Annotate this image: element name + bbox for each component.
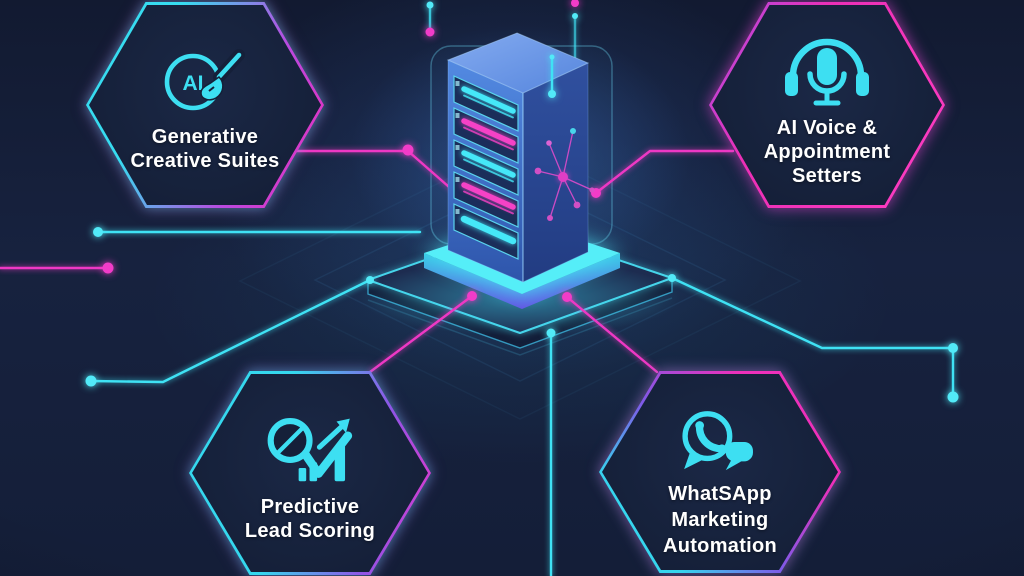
node-label-line: WhatSApp (668, 483, 772, 505)
node-dot (426, 1, 434, 9)
hexagon-content: WhatSApp Marketing Automation (599, 371, 841, 573)
ai-icon-text: AI (183, 72, 204, 95)
node-dot (425, 27, 435, 37)
connector-line (565, 295, 659, 374)
node-label-line: Marketing (671, 509, 769, 531)
node-dot (546, 328, 556, 338)
magnifier-growth-chart-icon (267, 417, 353, 482)
node-dot (562, 292, 572, 302)
connector-line (594, 149, 735, 195)
node-label-line: Setters (792, 165, 862, 187)
node-predictive-lead-scoring: Predictive Lead Scoring (189, 371, 431, 575)
node-label-line: Generative (151, 126, 259, 148)
pedestal-side-face (424, 253, 620, 309)
node-dot (572, 13, 578, 19)
node-dot (668, 274, 676, 282)
node-dot (948, 343, 958, 353)
network-molecule-graphic (534, 128, 595, 221)
node-label: Predictive Lead Scoring (245, 495, 375, 543)
node-dot (366, 276, 374, 284)
node-whatsapp-marketing-automation: WhatSApp Marketing Automation (599, 371, 841, 573)
node-label-line: Predictive (260, 496, 360, 518)
node-dot (467, 291, 477, 301)
connector-line (89, 279, 370, 384)
node-dot (947, 391, 959, 403)
server-rack-slots (453, 75, 519, 260)
connector-line (368, 294, 474, 374)
node-dot (93, 227, 103, 237)
server-tower-illustration (446, 32, 595, 283)
node-dot (85, 375, 97, 387)
node-dot (402, 144, 414, 156)
hexagon-content: AI Generative Creative Suites (86, 2, 324, 208)
hexagon-content: Predictive Lead Scoring (189, 371, 431, 575)
node-dot (102, 262, 114, 274)
node-label: AI Voice & Appointment Setters (764, 116, 891, 188)
hexagon-content: AI Voice & Appointment Setters (709, 2, 945, 208)
antenna-line (548, 54, 556, 98)
node-generative-creative-suites: AI Generative Creative Suites (86, 2, 324, 208)
connector-line (670, 276, 955, 399)
node-label-line: AI Voice & (776, 117, 878, 139)
headset-microphone-icon (785, 38, 869, 106)
node-label: WhatSApp Marketing Automation (663, 481, 777, 559)
node-label-line: Lead Scoring (244, 520, 376, 542)
node-label-line: Appointment (763, 141, 891, 163)
whatsapp-chat-bubbles-icon (682, 411, 753, 471)
node-dot (571, 0, 579, 7)
node-label-line: Automation (662, 535, 778, 557)
ai-paintbrush-icon: AI (164, 49, 245, 111)
node-label: Generative Creative Suites (130, 125, 279, 173)
node-label-line: Creative Suites (130, 150, 280, 172)
connectors (0, 0, 959, 576)
node-ai-voice-appointment-setters: AI Voice & Appointment Setters (709, 2, 945, 208)
